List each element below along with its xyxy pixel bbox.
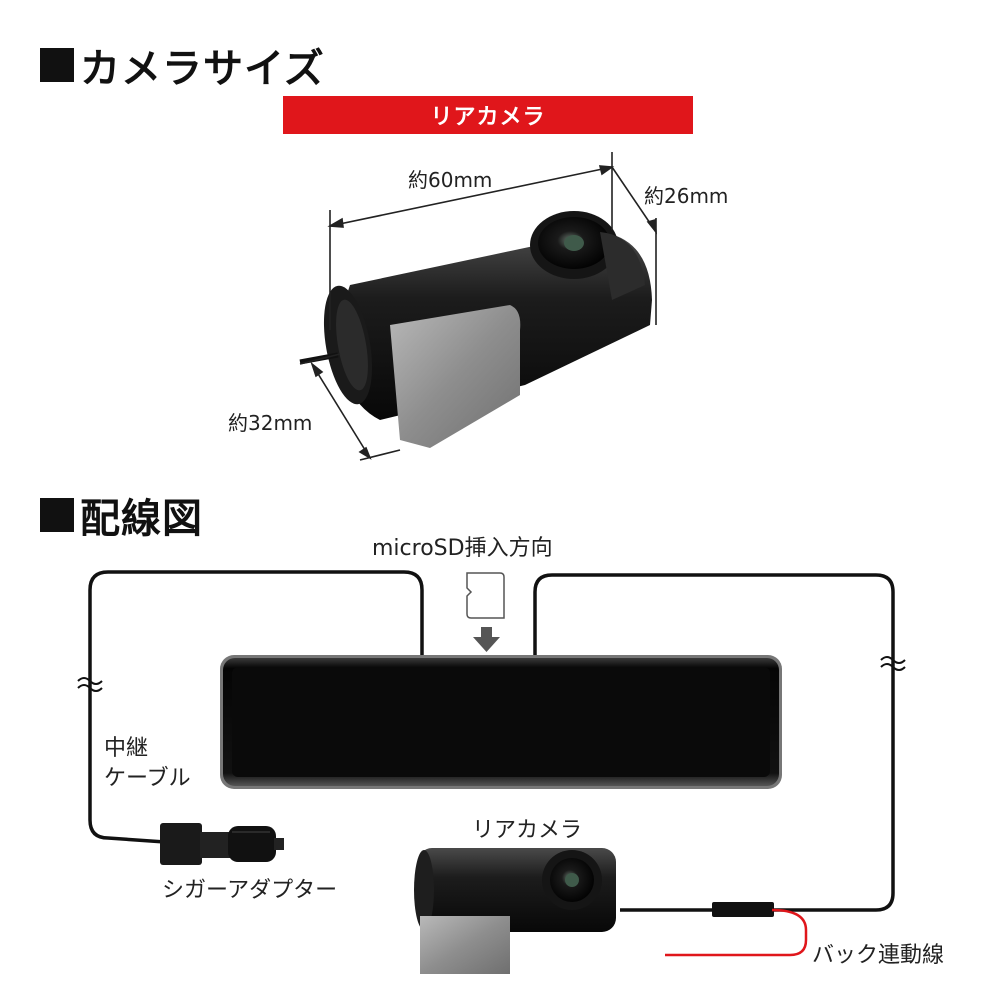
section-camera-size-heading: カメラサイズ bbox=[40, 36, 325, 94]
rear-camera-size-photo bbox=[299, 211, 652, 448]
mirror-monitor bbox=[220, 655, 782, 789]
cigar-adapter-photo bbox=[160, 823, 284, 865]
dimension-depth-label: 約26mm bbox=[644, 184, 729, 208]
back-link-wire-label: バック連動線 bbox=[812, 943, 945, 968]
rear-camera-banner: リアカメラ bbox=[283, 96, 693, 134]
relay-cable bbox=[88, 570, 424, 844]
relay-cable-label-line2: ケーブル bbox=[104, 766, 191, 791]
section-wiring-title: 配線図 bbox=[80, 496, 203, 542]
dimension-height-label: 約32mm bbox=[228, 411, 313, 435]
square-bullet-icon bbox=[40, 48, 74, 82]
rear-camera-cable bbox=[533, 573, 895, 912]
dimension-height-line bbox=[299, 353, 401, 461]
insert-direction-arrow-icon bbox=[473, 627, 500, 652]
dimension-width-label: 約60mm bbox=[408, 168, 493, 192]
microsd-card-icon bbox=[466, 572, 505, 619]
back-link-wire bbox=[665, 908, 808, 957]
microsd-direction-label: microSD挿入方向 bbox=[372, 536, 553, 561]
rear-camera-label: リアカメラ bbox=[472, 818, 583, 843]
relay-cable-label-line1: 中継 bbox=[104, 736, 149, 761]
section-wiring-heading: 配線図 bbox=[40, 486, 203, 544]
dimension-width-line bbox=[327, 152, 615, 330]
cable-break-mark-right bbox=[880, 656, 906, 671]
square-bullet-icon bbox=[40, 498, 74, 532]
cable-break-mark-left bbox=[77, 677, 103, 692]
cigar-adapter-label: シガーアダプター bbox=[162, 878, 338, 903]
inline-connector bbox=[712, 902, 774, 917]
dimension-depth-line bbox=[611, 166, 658, 325]
rear-camera-photo bbox=[414, 848, 616, 974]
section-camera-size-title: カメラサイズ bbox=[80, 46, 325, 92]
